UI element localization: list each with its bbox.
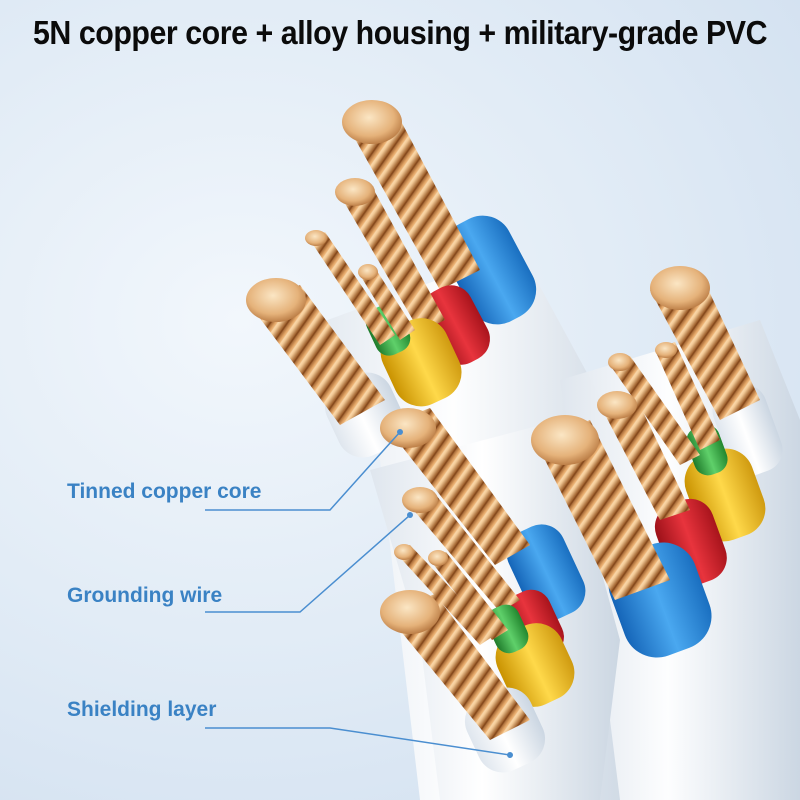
lower-wire-bundle	[380, 408, 586, 773]
callout-dot-ground	[407, 512, 413, 518]
callout-line-core	[205, 431, 401, 511]
callout-label-shielding-layer: Shielding layer	[67, 698, 217, 721]
callout-lines	[205, 431, 511, 756]
right-wire-bundle	[531, 266, 783, 658]
callout-line-shield	[205, 727, 511, 756]
callout-dot-shield	[507, 752, 513, 758]
headline: 5N copper core + alloy housing + militar…	[32, 14, 768, 51]
callout-line-ground	[205, 514, 411, 613]
upper-wire-bundle	[246, 100, 537, 458]
callout-label-grounding-wire: Grounding wire	[67, 584, 223, 607]
callout-dot-core	[397, 429, 403, 435]
callout-label-tinned-copper-core: Tinned copper core	[67, 480, 262, 503]
